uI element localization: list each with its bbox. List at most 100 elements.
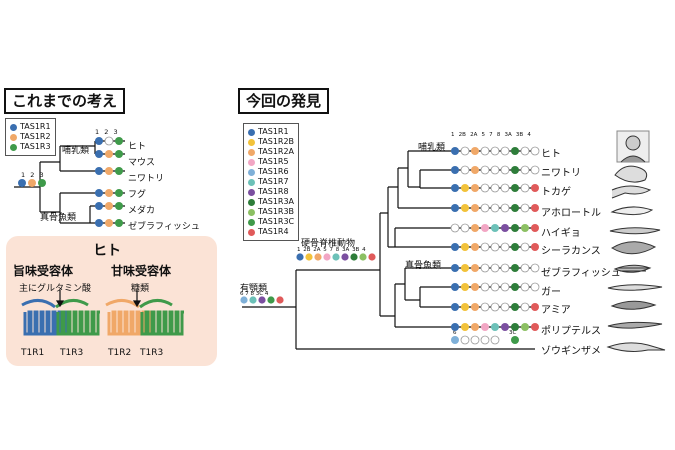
human-portrait-icon bbox=[616, 130, 650, 163]
right-mammals-label: 哺乳類 bbox=[418, 143, 446, 153]
gene-circle bbox=[471, 166, 479, 174]
gene-circle bbox=[480, 242, 490, 252]
gene-circle bbox=[471, 303, 479, 311]
right-tree-circles bbox=[240, 146, 540, 345]
gene-circle bbox=[471, 283, 479, 291]
umami-label-t1r3: T1R3 bbox=[60, 348, 84, 358]
gene-circle bbox=[511, 264, 519, 272]
legend-label: TAS1R8 bbox=[258, 187, 289, 196]
gene-circle bbox=[500, 282, 510, 292]
gene-circle bbox=[451, 303, 459, 311]
gene-circle bbox=[276, 296, 284, 304]
gene-circle bbox=[470, 335, 480, 345]
legend-dot bbox=[248, 208, 255, 216]
sweet-receptor-title: 甘味受容体 bbox=[111, 264, 172, 278]
legend-dot bbox=[10, 143, 17, 151]
gene-circle bbox=[105, 167, 113, 175]
gene-circle bbox=[520, 183, 530, 193]
gene-circle bbox=[451, 166, 459, 174]
gene-circle bbox=[520, 282, 530, 292]
gene-circle bbox=[105, 202, 113, 210]
legend-row-tas1r1: TAS1R1 bbox=[10, 122, 51, 132]
sweet-ligand-label: 糖類 bbox=[131, 284, 150, 294]
gene-circle bbox=[451, 204, 459, 212]
gene-circle bbox=[500, 165, 510, 175]
gene-circle bbox=[511, 184, 519, 192]
gene-circle bbox=[481, 323, 489, 331]
right-species-lizard: トカゲ bbox=[541, 187, 571, 198]
sweet-receptor-drawing bbox=[105, 299, 184, 336]
legend-dot bbox=[248, 218, 255, 226]
legend-dot bbox=[248, 128, 255, 136]
left-panel-title: これまでの考え bbox=[4, 88, 126, 114]
gene-circle bbox=[491, 323, 499, 331]
gene-circle bbox=[531, 224, 539, 232]
right-species-zebrafish: ゼブラフィッシュ bbox=[541, 268, 621, 279]
right-species-lungfish: ハイギョ bbox=[541, 228, 581, 239]
gene-circle bbox=[490, 282, 500, 292]
gene-circle bbox=[105, 219, 113, 227]
gene-circle bbox=[249, 296, 257, 304]
legend-label: TAS1R3B bbox=[258, 207, 295, 216]
chicken-icon bbox=[614, 165, 648, 183]
gene-circle bbox=[323, 253, 331, 261]
gene-circle bbox=[520, 165, 530, 175]
gene-circle bbox=[341, 253, 349, 261]
gene-circle bbox=[296, 253, 304, 261]
legend-dot bbox=[248, 168, 255, 176]
legend-dot bbox=[248, 148, 255, 156]
left-species-mouse: マウス bbox=[128, 158, 156, 168]
gene-circle bbox=[501, 323, 509, 331]
gene-circle bbox=[531, 184, 539, 192]
legend-row: TAS1R7 bbox=[248, 177, 294, 187]
left-teleost-label: 真骨魚類 bbox=[40, 213, 77, 223]
gene-circle bbox=[520, 242, 530, 252]
gene-circle bbox=[530, 165, 540, 175]
gene-circle bbox=[95, 167, 103, 175]
gene-circle bbox=[95, 219, 103, 227]
gene-circle bbox=[490, 302, 500, 312]
right-species-axolotl: アホロートル bbox=[541, 208, 601, 219]
gene-circle bbox=[267, 296, 275, 304]
legend-row: TAS1R2B bbox=[248, 137, 294, 147]
gene-circle bbox=[500, 302, 510, 312]
gene-circle bbox=[450, 223, 460, 233]
gene-circle bbox=[490, 165, 500, 175]
legend-dot bbox=[10, 123, 17, 131]
legend-label: TAS1R7 bbox=[258, 177, 289, 186]
axolotl-icon bbox=[610, 206, 654, 216]
left-tree-circles bbox=[18, 136, 123, 227]
gene-circle bbox=[520, 203, 530, 213]
gene-circle bbox=[471, 323, 479, 331]
legend-row: TAS1R3B bbox=[248, 207, 294, 217]
gene-circle bbox=[530, 146, 540, 156]
gene-circle bbox=[115, 202, 123, 210]
gene-circle bbox=[461, 264, 469, 272]
gene-circle bbox=[115, 219, 123, 227]
gene-circle bbox=[115, 189, 123, 197]
umami-label-t1r1: T1R1 bbox=[21, 348, 45, 358]
gene-circle bbox=[480, 203, 490, 213]
gene-circle bbox=[451, 147, 459, 155]
right-legend: TAS1R1 TAS1R2B TAS1R2A TAS1R5 TAS1R6 TAS… bbox=[243, 123, 300, 241]
gene-circle bbox=[491, 224, 499, 232]
gene-circle bbox=[461, 303, 469, 311]
left-species-chicken: ニワトリ bbox=[128, 174, 165, 184]
right-species-gar: ガー bbox=[541, 287, 561, 298]
gene-circle bbox=[490, 146, 500, 156]
gene-circle bbox=[461, 323, 469, 331]
umami-receptor-title: 旨味受容体 bbox=[13, 264, 74, 278]
legend-dot bbox=[248, 138, 255, 146]
coelacanth-icon bbox=[611, 241, 657, 255]
gene-circle bbox=[451, 336, 459, 344]
sweet-label-t1r2: T1R2 bbox=[108, 348, 132, 358]
gene-circle bbox=[350, 253, 358, 261]
chimaera-header-3c: 3C bbox=[509, 330, 517, 336]
gene-circle bbox=[38, 179, 46, 187]
gene-circle bbox=[95, 150, 103, 158]
right-species-coelacanth: シーラカンス bbox=[541, 246, 601, 257]
gene-circle bbox=[240, 296, 248, 304]
gene-circle bbox=[531, 204, 539, 212]
legend-dot bbox=[248, 158, 255, 166]
